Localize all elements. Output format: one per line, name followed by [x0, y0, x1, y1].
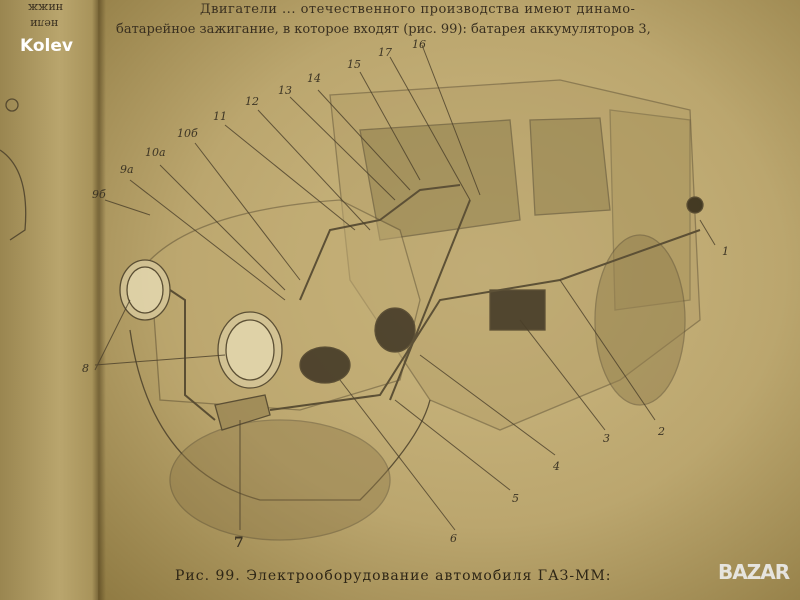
- callout-15: 15: [347, 58, 361, 71]
- watermark-bazar: BAZAR: [718, 560, 790, 584]
- body-text-line: Двигатели ... отечественного производств…: [200, 2, 636, 17]
- callout-11: 11: [213, 110, 227, 123]
- callout-5: 5: [512, 492, 519, 505]
- callout-17: 17: [378, 46, 392, 59]
- callout-13: 13: [278, 84, 292, 97]
- book-fold: [92, 0, 106, 600]
- callout-14: 14: [307, 72, 321, 85]
- watermark-kolev: Kolev: [20, 36, 73, 56]
- body-text-line: батарейное зажигание, в которое входят (…: [116, 22, 651, 37]
- right-page: [98, 0, 800, 600]
- callout-7: 7: [234, 535, 244, 551]
- callout-12: 12: [245, 95, 259, 108]
- callout-9b: 9б: [92, 188, 106, 201]
- callout-1: 1: [722, 245, 729, 258]
- figure-caption: Рис. 99. Электрооборудование автомобиля …: [175, 568, 612, 584]
- callout-2: 2: [658, 425, 665, 438]
- callout-9a: 9а: [120, 163, 134, 176]
- callout-10a: 10а: [145, 146, 166, 159]
- left-page: [0, 0, 100, 600]
- callout-10b: 10б: [177, 127, 198, 140]
- callout-8: 8: [82, 362, 89, 375]
- callout-4: 4: [553, 460, 560, 473]
- callout-16: 16: [412, 38, 426, 51]
- callout-6: 6: [450, 532, 457, 545]
- callout-3: 3: [603, 432, 610, 445]
